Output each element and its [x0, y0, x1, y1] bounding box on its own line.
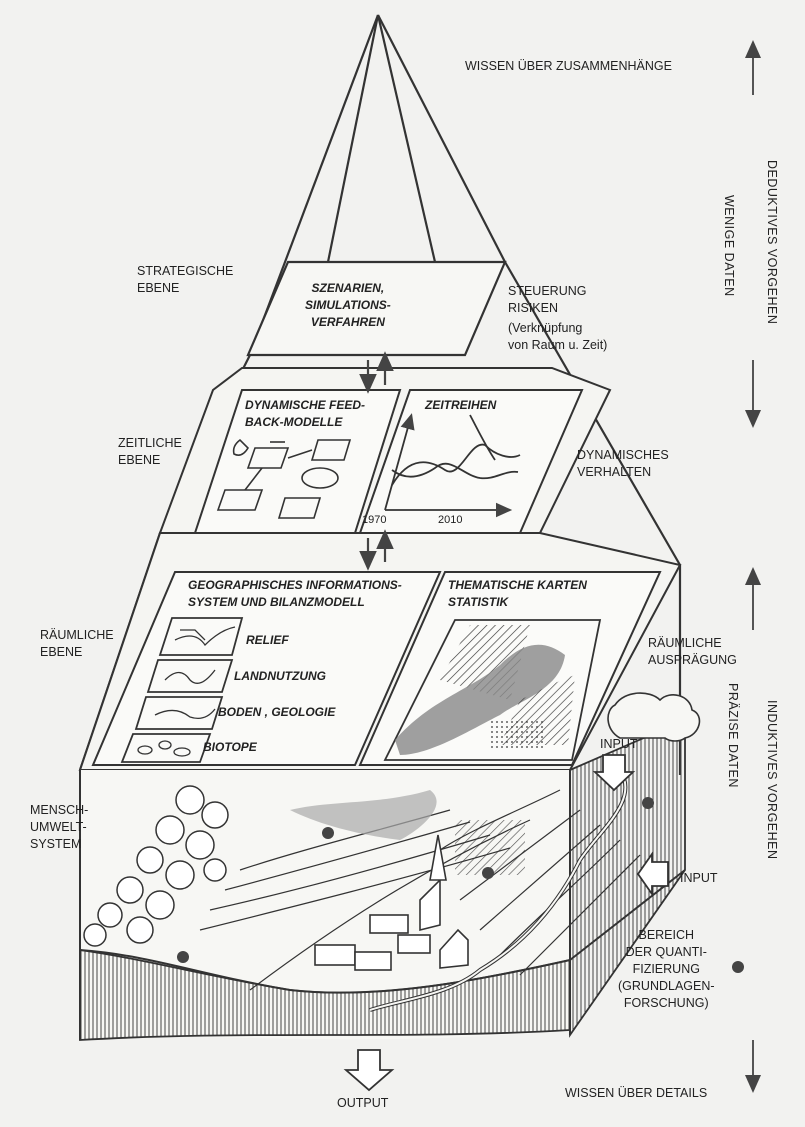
raeumliche-auspraegung-label: RÄUMLICHE AUSPRÄGUNG	[648, 635, 737, 669]
thematische-label: THEMATISCHE KARTEN STATISTIK	[448, 577, 587, 611]
year-end-label: 2010	[438, 512, 462, 529]
zeitreihen-label: ZEITREIHEN	[425, 397, 496, 414]
verknuepfung-label: (Verknüpfung von Raum u. Zeit)	[508, 320, 607, 354]
output-label: OUTPUT	[337, 1095, 388, 1112]
temporal-slab	[160, 368, 610, 533]
deduktiv-label: DEDUKTIVES VORGEHEN	[765, 160, 779, 324]
spatial-level-label: RÄUMLICHE EBENE	[40, 627, 114, 661]
dynamisches-label: DYNAMISCHES VERHALTEN	[577, 447, 669, 481]
feedback-label: DYNAMISCHE FEED- BACK-MODELLE	[245, 397, 365, 431]
human-env-label: MENSCH- UMWELT- SYSTEM	[30, 802, 88, 853]
steuerung-label: STEUERUNG RISIKEN	[508, 283, 586, 317]
layer-boden: BODEN , GEOLOGIE	[218, 704, 335, 721]
praezise-label: PRÄZISE DATEN	[726, 683, 740, 788]
input-label-2: INPUT	[680, 870, 718, 887]
induktiv-label: INDUKTIVES VORGEHEN	[765, 700, 779, 860]
layer-landnutzung: LANDNUTZUNG	[234, 668, 326, 685]
year-start-label: 1970	[362, 512, 386, 529]
layer-biotope: BIOTOPE	[203, 739, 257, 756]
top-text: WISSEN ÜBER ZUSAMMENHÄNGE	[465, 58, 672, 75]
spatial-slab	[80, 533, 680, 770]
layer-relief: RELIEF	[246, 632, 289, 649]
bereich-label: BEREICH DER QUANTI- FIZIERUNG (GRUNDLAGE…	[618, 927, 715, 1012]
bottom-text: WISSEN ÜBER DETAILS	[565, 1085, 707, 1102]
strategic-level-label: STRATEGISCHE EBENE	[137, 263, 233, 297]
input-label-1: INPUT	[600, 736, 638, 753]
szenarien-label: SZENARIEN, SIMULATIONS- VERFAHREN	[305, 280, 391, 331]
wenige-label: WENIGE DATEN	[722, 195, 736, 297]
gis-label: GEOGRAPHISCHES INFORMATIONS- SYSTEM UND …	[188, 577, 402, 611]
temporal-level-label: ZEITLICHE EBENE	[118, 435, 182, 469]
